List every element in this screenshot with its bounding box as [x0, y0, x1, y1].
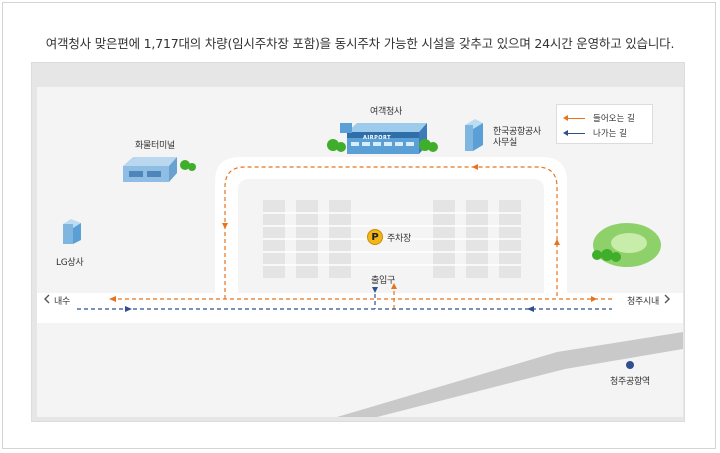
map-panel: 들어오는 길 나가는 길 여객청사 AIRPORT 화물터미널 한국공항공사 사…: [31, 62, 685, 422]
map-canvas: 들어오는 길 나가는 길 여객청사 AIRPORT 화물터미널 한국공항공사 사…: [37, 87, 683, 417]
station-marker-icon: [626, 361, 634, 369]
lg-building: [63, 219, 81, 244]
map-legend: 들어오는 길 나가는 길: [556, 104, 653, 144]
page-caption: 여객청사 맞은편에 1,717대의 차량(임시주차장 포함)을 동시주차 가능한…: [45, 36, 675, 51]
cargo-trees: [180, 160, 196, 171]
east-direction-label: 청주시내: [627, 297, 659, 307]
incoming-arrow-icon: [563, 115, 585, 121]
kac-office-label-1: 한국공항공사: [493, 127, 541, 137]
map-graphic: [37, 119, 683, 417]
outgoing-arrow-icon: [563, 130, 585, 136]
railway-track: [337, 332, 683, 417]
station-label: 청주공항역: [610, 377, 650, 387]
legend-incoming: 들어오는 길: [563, 112, 635, 124]
cargo-terminal-label: 화물터미널: [135, 141, 175, 151]
cargo-terminal-building: [123, 157, 177, 182]
right-chevron-icon: [664, 294, 670, 304]
legend-outgoing: 나가는 길: [563, 127, 627, 139]
incoming-route-arrows: [109, 164, 597, 302]
passenger-terminal-label: 여객청사: [370, 107, 402, 117]
left-chevron-icon: [44, 294, 50, 304]
lg-label: LG상사: [56, 258, 84, 268]
parking-loop-road: [215, 157, 567, 297]
entrance-label: 출입구: [371, 276, 395, 286]
parking-label: 주차장: [387, 234, 411, 244]
incoming-route: [117, 166, 612, 309]
legend-outgoing-label: 나가는 길: [593, 129, 627, 139]
airport-sign: AIRPORT: [363, 135, 392, 141]
outgoing-route-arrows: [125, 287, 534, 312]
terminal-trees: [327, 139, 438, 152]
legend-incoming-label: 들어오는 길: [593, 114, 635, 124]
kac-office-label-2: 사무실: [493, 138, 517, 148]
parking-slot-dividers: [263, 212, 521, 266]
kac-office-building: [465, 119, 483, 151]
parking-icon: P: [367, 229, 383, 245]
main-road: [37, 293, 683, 323]
west-direction-label: 내수: [54, 297, 70, 307]
hill: [592, 223, 661, 267]
